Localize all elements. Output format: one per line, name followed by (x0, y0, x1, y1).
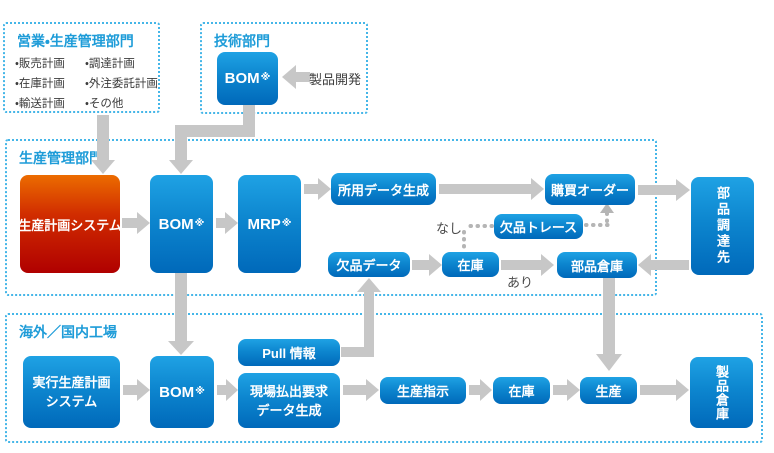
section-sales-production-management: 営業・生産管理部門 ・販売計画 ・調達計画 ・在庫計画 ・外注委託計画 ・輸送計… (3, 22, 160, 113)
mrp-label: MRP (247, 215, 281, 233)
node-production-order: 生産指示 (380, 377, 466, 404)
plan-procurement: ・調達計画 (85, 58, 135, 70)
node-shortage-trace: 欠品トレース (494, 214, 583, 239)
node-production-planning-system: 生産計画システム (18, 175, 122, 273)
mrp-note: ※ (281, 217, 292, 229)
node-pull-info: Pull 情報 (238, 339, 340, 366)
arrow-stock-to-production (553, 379, 580, 401)
arrow-demand-to-purchase (439, 178, 544, 200)
arrow-bom-to-mrp (216, 212, 238, 234)
node-product-warehouse: 製品倉庫 (690, 357, 753, 428)
node-bom-factory: BOM※ (150, 356, 214, 428)
bom-note: ※ (194, 217, 205, 229)
dotted-arrowhead-up (600, 203, 614, 213)
list-item: ・輸送計画 ・その他 (15, 94, 158, 114)
node-stock-production: 在庫 (442, 252, 499, 277)
arrow-bom-to-factorybom (168, 273, 194, 355)
node-production: 生産 (580, 377, 637, 404)
plan-outsourcing: ・外注委託計画 (85, 78, 158, 90)
section-title: 海外／国内工場 (19, 324, 117, 340)
dotted-branch-lines (462, 211, 610, 252)
node-parts-supplier: 部品調達先 (691, 177, 754, 275)
arrow-shortagedata-to-stock (412, 254, 442, 276)
arrow-planning-to-bom (122, 212, 150, 234)
arrow-execsystem-to-factorybom (123, 379, 150, 401)
section-title: 生産管理部門 (19, 150, 103, 166)
bom-note: ※ (260, 72, 271, 83)
bom-note: ※ (195, 385, 205, 397)
bom-label: BOM (158, 215, 194, 233)
section-title: 技術部門 (214, 33, 270, 49)
bom-label: BOM (159, 383, 195, 401)
arrow-pullinfo-to-shortagedata (341, 278, 381, 357)
node-shortage-data: 欠品データ (328, 252, 410, 277)
section-production-management: 生産管理部門 (5, 139, 657, 296)
arrow-purchase-to-suppliers (638, 179, 690, 201)
exec-system-line2: システム (45, 394, 98, 409)
node-demand-data-generation: 所用データ生成 (331, 173, 436, 205)
dispatch-line1: 現場払出要求 (249, 383, 328, 399)
label-branch-none: なし (436, 221, 463, 236)
arrow-stock-to-partswarehouse (501, 254, 554, 276)
node-parts-warehouse: 部品倉庫 (557, 252, 637, 278)
plan-inventory: ・在庫計画 (15, 78, 65, 90)
plan-list: ・販売計画 ・調達計画 ・在庫計画 ・外注委託計画 ・輸送計画 ・その他 (15, 54, 158, 114)
exec-system-line1: 実行生産計画 (32, 375, 111, 390)
bom-label: BOM (224, 70, 260, 87)
plan-transport: ・輸送計画 (15, 98, 65, 110)
plan-sales: ・販売計画 (15, 58, 65, 70)
node-bom-engineering: BOM※ (217, 52, 278, 105)
dispatch-line2: データ生成 (256, 402, 322, 418)
section-overseas-domestic-factory: 海外／国内工場 (5, 313, 763, 443)
node-mrp: MRP※ (238, 175, 301, 273)
node-dispatch-request-data-generation: 現場払出要求 データ生成 (238, 373, 340, 428)
arrow-suppliers-to-partswarehouse (638, 254, 689, 276)
list-item: ・在庫計画 ・外注委託計画 (15, 74, 158, 94)
node-stock-factory: 在庫 (493, 377, 550, 404)
arrow-dispatch-to-order (343, 379, 379, 401)
section-title: 営業・生産管理部門 (17, 33, 134, 49)
arrow-techbom-to-bom (169, 105, 255, 174)
node-exec-production-planning-system: 実行生産計画 システム (23, 356, 120, 428)
label-branch-exists: あり (507, 275, 534, 290)
arrow-partswarehouse-to-production (596, 278, 622, 371)
label-product-development: 製品開発 (309, 72, 362, 87)
arrow-productdev-to-techbom (282, 65, 310, 89)
arrow-mrp-to-demand (304, 178, 331, 200)
arrow-order-to-stock (469, 379, 492, 401)
list-item: ・販売計画 ・調達計画 (15, 54, 158, 74)
arrow-sales-to-planning (91, 115, 115, 174)
arrow-factorybom-to-dispatch (217, 379, 238, 401)
plan-other: ・その他 (85, 98, 124, 110)
section-engineering: 技術部門 (200, 22, 368, 114)
arrow-production-to-warehouse (640, 379, 689, 401)
node-purchase-order: 購買オーダー (545, 174, 635, 205)
node-bom-production: BOM※ (150, 175, 213, 273)
